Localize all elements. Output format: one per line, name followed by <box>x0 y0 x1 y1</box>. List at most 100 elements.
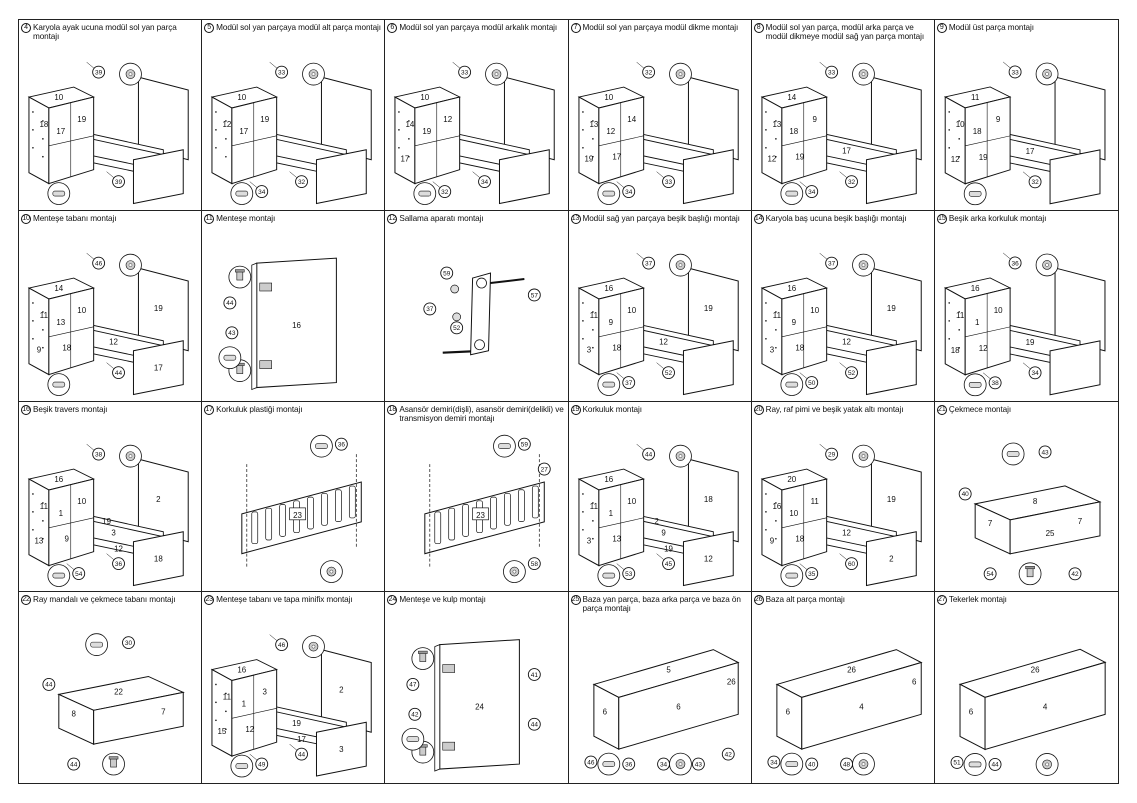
rail-slat <box>251 511 259 544</box>
callout-number: 39 <box>95 69 103 76</box>
module-front <box>414 96 461 185</box>
callout-marker <box>844 175 858 189</box>
part-label: 3 <box>586 536 591 545</box>
callout-marker <box>295 175 309 189</box>
part-label: 19 <box>154 304 163 313</box>
callout-marker <box>1008 65 1022 79</box>
callout-marker <box>804 185 818 198</box>
rail-slat <box>335 488 342 522</box>
part-label: 19 <box>887 494 896 503</box>
part-label: 25 <box>1045 528 1054 537</box>
callout-marker <box>621 375 635 389</box>
step-number: 14 <box>753 213 764 224</box>
part-label: 7 <box>1078 516 1083 525</box>
step-number: 17 <box>204 404 215 415</box>
part-label: 13 <box>589 120 598 129</box>
callout-marker <box>641 447 655 461</box>
callout-marker <box>406 678 420 692</box>
step-number: 15 <box>936 213 947 224</box>
part-label: 18 <box>703 494 712 503</box>
callout-marker <box>72 566 86 580</box>
module-front <box>964 96 1011 185</box>
module-side <box>28 477 50 566</box>
callout-number: 34 <box>1031 370 1039 377</box>
callout-number: 34 <box>625 189 633 196</box>
module-front <box>781 96 827 185</box>
end-panel <box>316 149 367 205</box>
part-label: 19 <box>664 544 673 553</box>
part-label: 12 <box>951 155 960 164</box>
step-number: 23 <box>204 595 215 606</box>
part-label: 1 <box>975 318 980 327</box>
step-number: 5 <box>204 23 215 33</box>
part-label: 2 <box>654 516 659 525</box>
base-panel <box>800 662 922 751</box>
side-panel <box>687 457 739 542</box>
part-label: 17 <box>842 147 851 156</box>
callout-number: 46 <box>278 642 286 649</box>
callout-marker <box>844 556 858 570</box>
part-label: 11 <box>40 501 49 510</box>
callout-number: 42 <box>724 752 732 759</box>
step-title: Menteşe montajı <box>216 213 276 223</box>
callout-number: 40 <box>808 762 816 769</box>
part-label: 26 <box>726 678 735 687</box>
callout-marker <box>661 175 675 189</box>
part-label: 12 <box>703 554 712 563</box>
callout-marker <box>958 486 972 500</box>
end-panel <box>682 339 734 395</box>
step-number: 26 <box>753 595 764 606</box>
callout-marker <box>440 266 454 280</box>
side-panel <box>137 457 189 542</box>
step-number: 24 <box>387 595 398 606</box>
rail-slat <box>490 496 498 529</box>
part-label: 11 <box>40 311 49 320</box>
module-side <box>28 96 50 185</box>
callout-number: 33 <box>828 69 836 76</box>
side-panel <box>321 649 372 734</box>
end-panel <box>132 530 184 586</box>
part-label: 8 <box>72 710 77 719</box>
part-label: 23 <box>476 510 485 519</box>
part-label: 19 <box>795 153 804 162</box>
callout-number: 37 <box>828 260 836 267</box>
part-label: 16 <box>292 321 301 330</box>
callout-number: 34 <box>258 189 266 196</box>
end-panel <box>865 339 917 395</box>
callout-marker <box>528 668 542 682</box>
part-label: 2 <box>339 686 344 695</box>
module-front <box>597 287 644 376</box>
callout-marker <box>67 757 81 771</box>
module-side <box>394 96 416 185</box>
module-side <box>211 96 233 185</box>
callout-number: 37 <box>427 306 435 313</box>
part-label: 17 <box>1025 147 1034 156</box>
callout-number: 44 <box>45 682 53 689</box>
callout-number: 59 <box>521 441 529 448</box>
part-label: 16 <box>604 474 613 483</box>
step-title: Asansör demiri(dişli), asansör demiri(de… <box>399 404 564 423</box>
part-label: 6 <box>602 708 607 717</box>
callout-marker <box>691 757 705 771</box>
callout-marker <box>621 757 635 771</box>
module-side <box>761 477 783 566</box>
module-side <box>577 96 599 185</box>
callout-marker <box>92 65 106 79</box>
callout-number: 41 <box>531 672 539 679</box>
module-front <box>48 477 95 566</box>
